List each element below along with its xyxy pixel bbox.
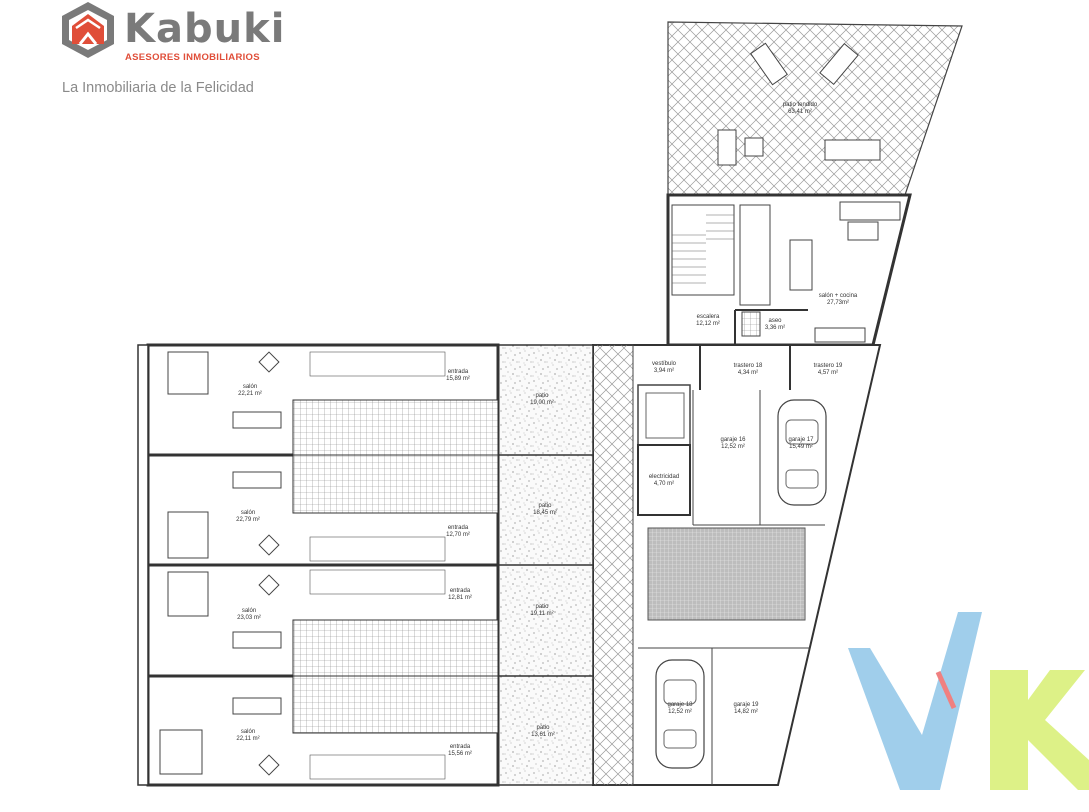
car-icon — [655, 659, 705, 769]
watermark-logo — [848, 612, 1089, 790]
brand-name: Kabuki — [124, 6, 286, 52]
brand-subtitle: ASESORES INMOBILIARIOS — [125, 52, 260, 63]
brand-tagline: La Inmobiliaria de la Felicidad — [62, 80, 254, 96]
car-icon — [777, 399, 827, 506]
dwellings — [137, 343, 500, 787]
patios-column — [497, 344, 594, 786]
upper-block — [666, 21, 963, 347]
house-hexagon-icon — [62, 2, 114, 58]
garage-block — [592, 344, 882, 786]
